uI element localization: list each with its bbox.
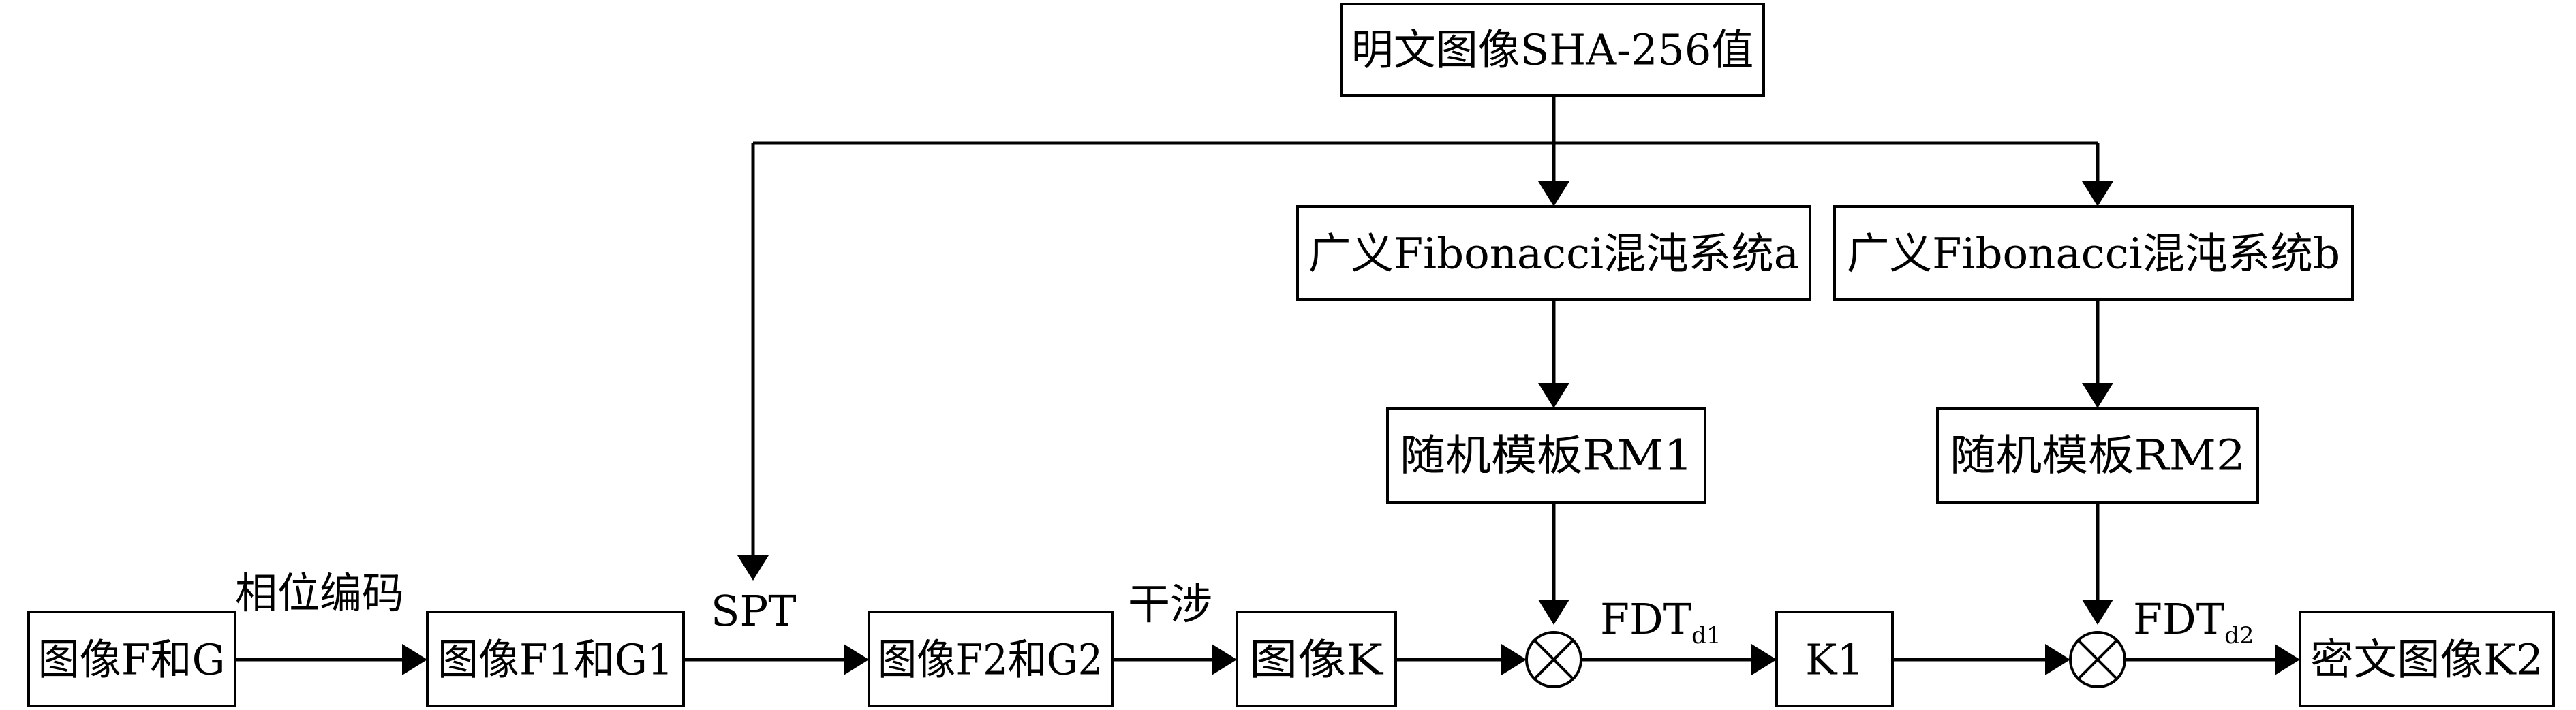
arrowhead-to-multiply-1 [1501, 644, 1527, 675]
fdt-d2-label: FDTd2 [2133, 594, 2254, 649]
input-fg-label: 图像F和G [38, 635, 226, 685]
fdt-d1-main: FDT [1600, 594, 1691, 644]
k1-label: K1 [1805, 635, 1864, 685]
f1g1-label: 图像F1和G1 [438, 635, 673, 685]
f1g1-node: 图像F1和G1 [426, 611, 685, 707]
chaos-b-label: 广义Fibonacci混沌系统b [1847, 229, 2340, 279]
rm2-node: 随机模板RM2 [1936, 407, 2259, 504]
chaos-b-node: 广义Fibonacci混沌系统b [1833, 205, 2354, 301]
hash-label: 明文图像SHA-256值 [1351, 25, 1754, 75]
image-k-node: 图像K [1236, 611, 1397, 707]
k1-node: K1 [1775, 611, 1894, 707]
arrowhead-to-chaos-b [2082, 181, 2113, 206]
arrowhead-to-f2g2 [844, 644, 869, 675]
arrowhead-to-f1g1 [402, 644, 427, 675]
cipher-k2-label: 密文图像K2 [2310, 635, 2543, 685]
cipher-k2-node: 密文图像K2 [2299, 611, 2555, 707]
image-k-label: 图像K [1249, 635, 1384, 685]
arrowhead-to-rm1 [1538, 383, 1569, 408]
arrowhead-to-multiply-2 [2045, 644, 2070, 675]
rm1-node: 随机模板RM1 [1386, 407, 1706, 504]
rm2-label: 随机模板RM2 [1950, 431, 2245, 480]
interference-label: 干涉 [1128, 579, 1212, 629]
arrowhead-to-chaos-a [1538, 181, 1569, 206]
fdt-d1-label: FDTd1 [1600, 594, 1721, 649]
input-fg-node: 图像F和G [27, 611, 236, 707]
arrowhead-rm1-multiply [1538, 600, 1569, 625]
arrowhead-to-k [1212, 644, 1237, 675]
multiply-operator-2 [2069, 631, 2126, 688]
chaos-a-label: 广义Fibonacci混沌系统a [1308, 229, 1799, 279]
f2g2-label: 图像F2和G2 [878, 635, 1103, 685]
arrowhead-to-k1 [1751, 644, 1777, 675]
arrowhead-to-k2 [2275, 644, 2300, 675]
arrowhead-rm2-multiply [2082, 600, 2113, 625]
spt-label: SPT [711, 586, 797, 636]
arrowhead-to-spt [737, 555, 769, 581]
fdt-d1-subscript: d1 [1691, 622, 1721, 649]
chaos-a-node: 广义Fibonacci混沌系统a [1296, 205, 1811, 301]
phase-encoding-label: 相位编码 [235, 568, 404, 618]
f2g2-node: 图像F2和G2 [868, 611, 1114, 707]
hash-node: 明文图像SHA-256值 [1340, 3, 1765, 97]
rm1-label: 随机模板RM1 [1400, 431, 1693, 480]
fdt-d2-main: FDT [2133, 594, 2224, 644]
multiply-operator-1 [1525, 631, 1582, 688]
fdt-d2-subscript: d2 [2224, 622, 2254, 649]
arrowhead-to-rm2 [2082, 383, 2113, 408]
